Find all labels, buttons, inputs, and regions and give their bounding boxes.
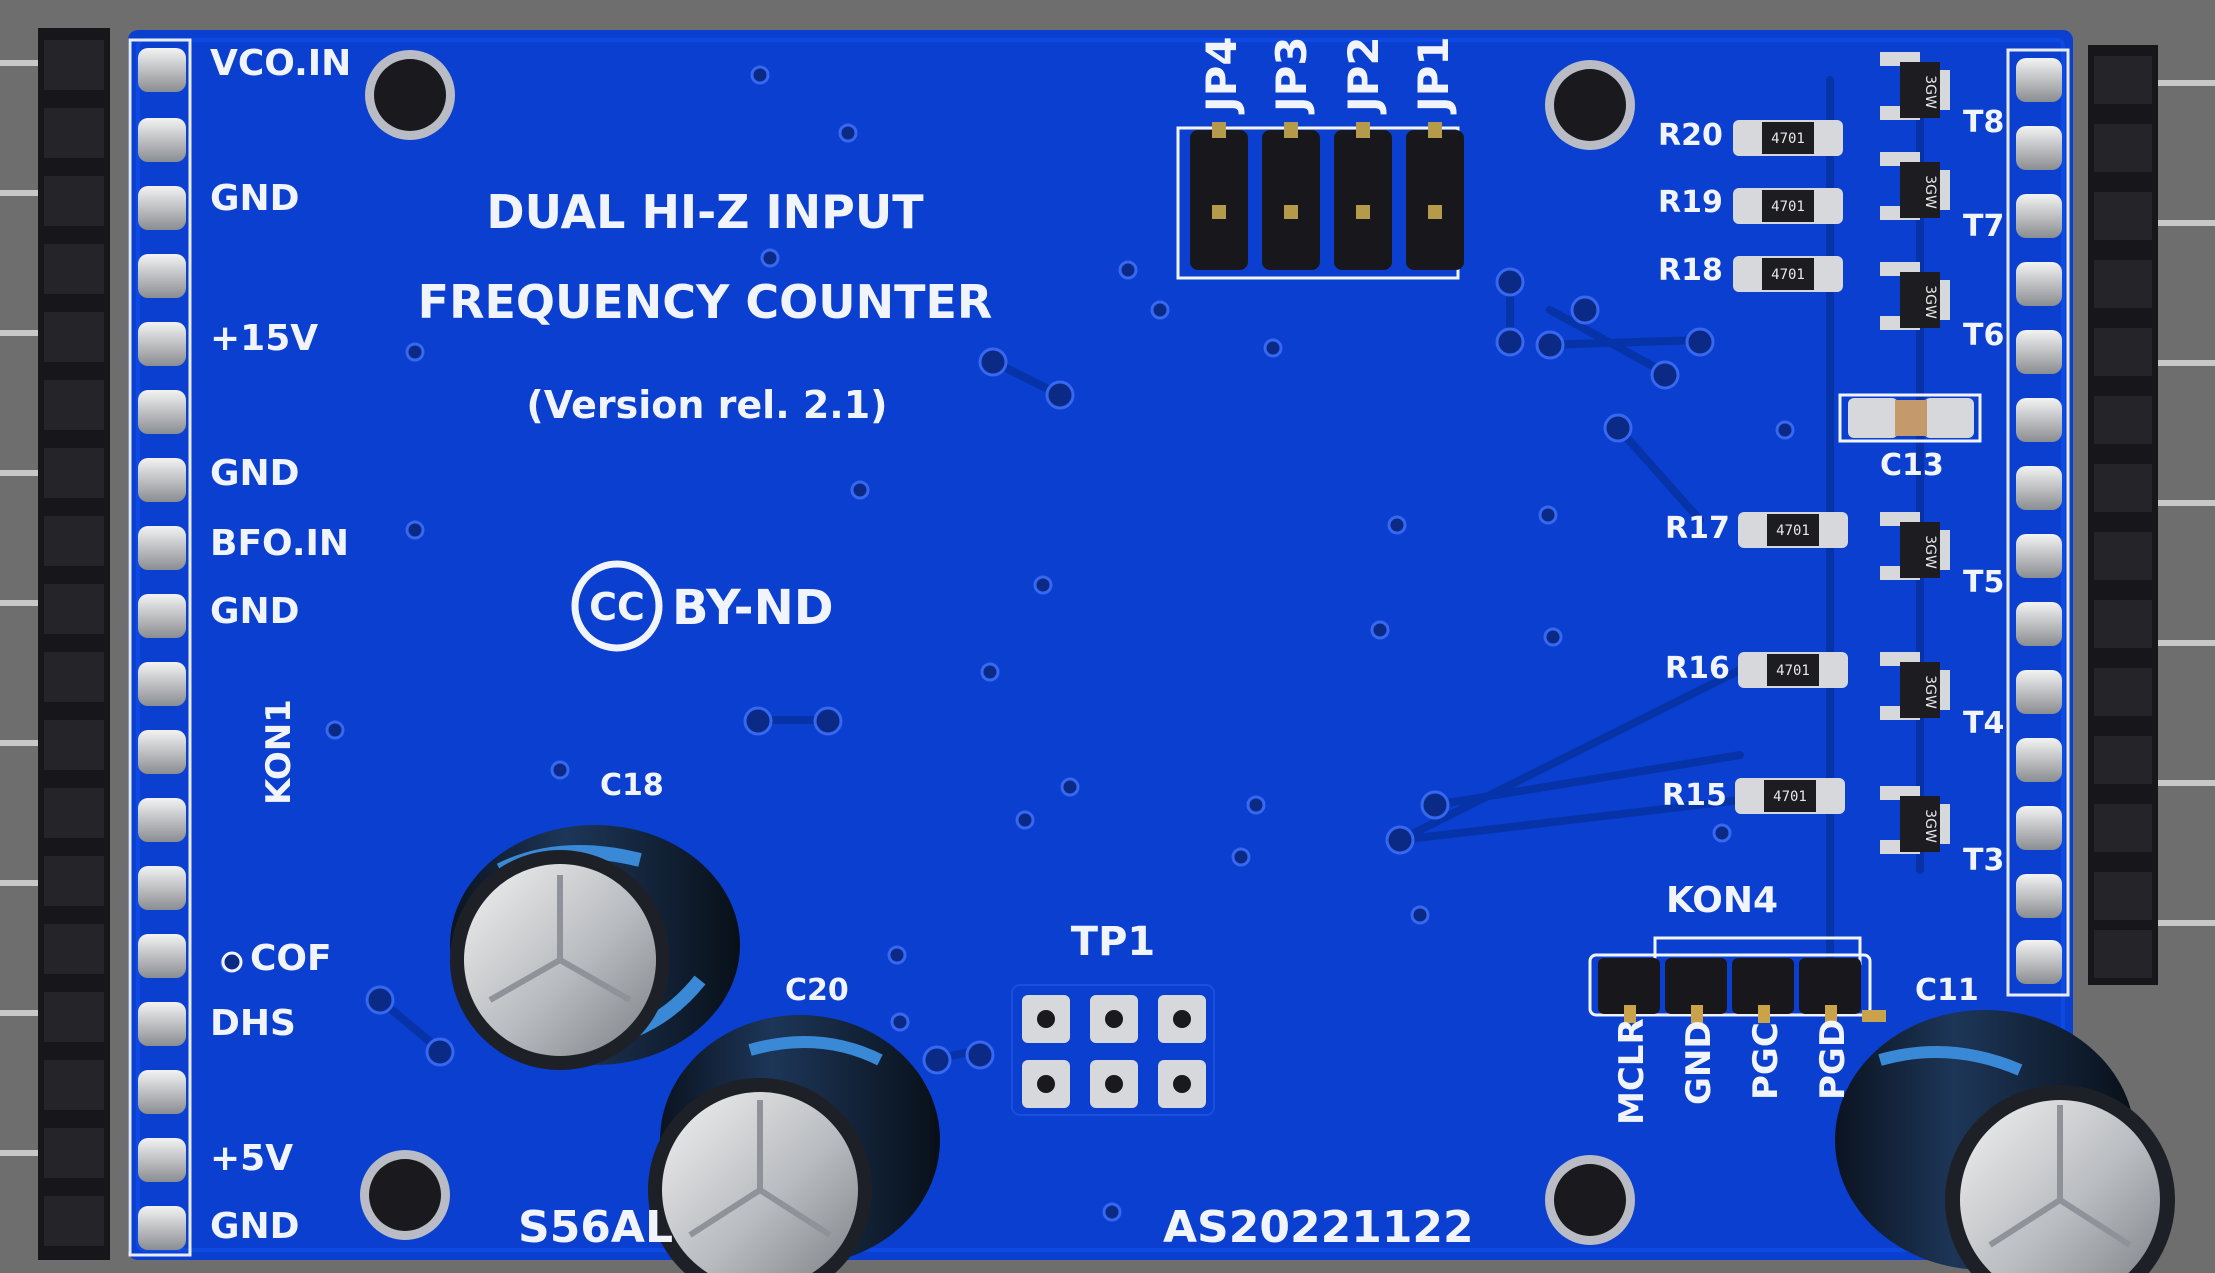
t4-marking: 3GW bbox=[1922, 675, 1938, 709]
r16-value: 4701 bbox=[1776, 663, 1810, 679]
pin-label-gnd-2: GND bbox=[210, 453, 300, 494]
kon1-solder-joints bbox=[128, 38, 192, 1257]
kon1-label: KON1 bbox=[259, 699, 299, 805]
r16-label: R16 bbox=[1665, 651, 1730, 686]
kon4-label: KON4 bbox=[1666, 880, 1778, 921]
r17-value: 4701 bbox=[1776, 523, 1810, 539]
resistor-r20: R20 4701 bbox=[1658, 118, 1843, 156]
cc-license-logo: CC BY-ND bbox=[571, 560, 834, 652]
cc-icon: CC bbox=[589, 585, 645, 629]
pin-label-gnd-4: GND bbox=[210, 1206, 300, 1247]
resistor-r16: R16 4701 bbox=[1665, 651, 1848, 688]
t3-marking: 3GW bbox=[1922, 809, 1938, 843]
pin-label-vco-in: VCO.IN bbox=[210, 43, 351, 84]
transistor-t5: 3GW T5 bbox=[1880, 512, 2004, 600]
t3-label: T3 bbox=[1963, 843, 2004, 878]
resistor-r15: R15 4701 bbox=[1662, 778, 1845, 814]
t8-marking: 3GW bbox=[1922, 75, 1938, 109]
left-header-pins bbox=[0, 60, 40, 1156]
t5-label: T5 bbox=[1963, 565, 2004, 600]
jp2-label: JP2 bbox=[1339, 36, 1388, 115]
t7-label: T7 bbox=[1963, 209, 2004, 244]
transistor-t4: 3GW T4 bbox=[1880, 652, 2004, 741]
pin-label-gnd-3: GND bbox=[210, 591, 300, 632]
capacitor-c13: C13 bbox=[1838, 393, 1982, 483]
r15-value: 4701 bbox=[1773, 789, 1807, 805]
capacitor-c20: C20 bbox=[648, 973, 940, 1273]
t4-label: T4 bbox=[1963, 706, 2004, 741]
title-line-1: DUAL HI-Z INPUT bbox=[486, 185, 924, 239]
mounting-holes bbox=[360, 50, 1635, 1245]
pin-label-bfo-in: BFO.IN bbox=[210, 523, 349, 564]
t5-marking: 3GW bbox=[1922, 535, 1938, 569]
r15-label: R15 bbox=[1662, 778, 1727, 813]
tp1-label: TP1 bbox=[1071, 919, 1155, 965]
transistor-t6: 3GW T6 bbox=[1880, 262, 2004, 353]
c13-label: C13 bbox=[1880, 448, 1944, 483]
pin-label-gnd-1: GND bbox=[210, 178, 300, 219]
pin-label-dhs: DHS bbox=[210, 1003, 296, 1044]
license-text: BY-ND bbox=[672, 580, 834, 636]
r19-value: 4701 bbox=[1771, 199, 1805, 215]
c11-label: C11 bbox=[1915, 973, 1979, 1008]
designer-label: S56AL bbox=[518, 1202, 673, 1253]
t6-label: T6 bbox=[1963, 318, 2004, 353]
testpoint-tp1: TP1 bbox=[1011, 919, 1215, 1116]
right-header bbox=[2006, 45, 2158, 997]
transistor-t7: 3GW T7 bbox=[1880, 152, 2004, 244]
jp4-label: JP4 bbox=[1197, 36, 1246, 115]
r19-label: R19 bbox=[1658, 185, 1723, 220]
board-title: DUAL HI-Z INPUT FREQUENCY COUNTER (Versi… bbox=[418, 185, 993, 427]
jp1-label: JP1 bbox=[1409, 36, 1458, 115]
r20-label: R20 bbox=[1658, 118, 1723, 153]
r17-label: R17 bbox=[1665, 511, 1730, 546]
pin-label-plus5v: +5V bbox=[210, 1138, 293, 1179]
c20-label: C20 bbox=[785, 973, 849, 1008]
jp3-label: JP3 bbox=[1267, 36, 1316, 115]
r18-value: 4701 bbox=[1771, 267, 1805, 283]
serial-number-label: AS20221122 bbox=[1163, 1202, 1474, 1253]
kon4-pin-mclr: MCLR bbox=[1612, 1018, 1652, 1125]
resistor-r19: R19 4701 bbox=[1658, 185, 1843, 224]
kon1-pin-labels: VCO.IN GND +15V GND BFO.IN GND COF DHS +… bbox=[210, 43, 351, 1247]
right-header-pins bbox=[2150, 80, 2215, 926]
kon1-header-body bbox=[38, 28, 110, 1260]
resistor-r18: R18 4701 bbox=[1658, 253, 1843, 292]
kon4-pin-pgd: PGD bbox=[1813, 1019, 1853, 1100]
pin-label-cof: COF bbox=[250, 938, 332, 979]
kon4-header: KON4 MCLR GND PGC PGD bbox=[1588, 880, 1886, 1125]
r20-value: 4701 bbox=[1771, 131, 1805, 147]
kon4-pin-gnd: GND bbox=[1679, 1020, 1719, 1105]
resistor-r17: R17 4701 bbox=[1665, 511, 1848, 548]
t7-marking: 3GW bbox=[1922, 175, 1938, 209]
r18-label: R18 bbox=[1658, 253, 1723, 288]
c18-label: C18 bbox=[600, 768, 664, 803]
title-line-2: FREQUENCY COUNTER bbox=[418, 275, 993, 329]
pin-label-plus15v: +15V bbox=[210, 318, 318, 359]
t8-label: T8 bbox=[1963, 105, 2004, 140]
capacitor-c18: C18 bbox=[450, 768, 740, 1070]
kon4-pin-pgc: PGC bbox=[1746, 1022, 1786, 1100]
capacitor-c11: C11 bbox=[1835, 973, 2175, 1273]
transistor-t3: 3GW T3 bbox=[1880, 786, 2004, 878]
transistor-t8: 3GW T8 bbox=[1880, 52, 2004, 140]
version-label: (Version rel. 2.1) bbox=[526, 383, 887, 427]
jumper-block: JP4 JP3 JP2 JP1 bbox=[1176, 36, 1464, 280]
t6-marking: 3GW bbox=[1922, 285, 1938, 319]
